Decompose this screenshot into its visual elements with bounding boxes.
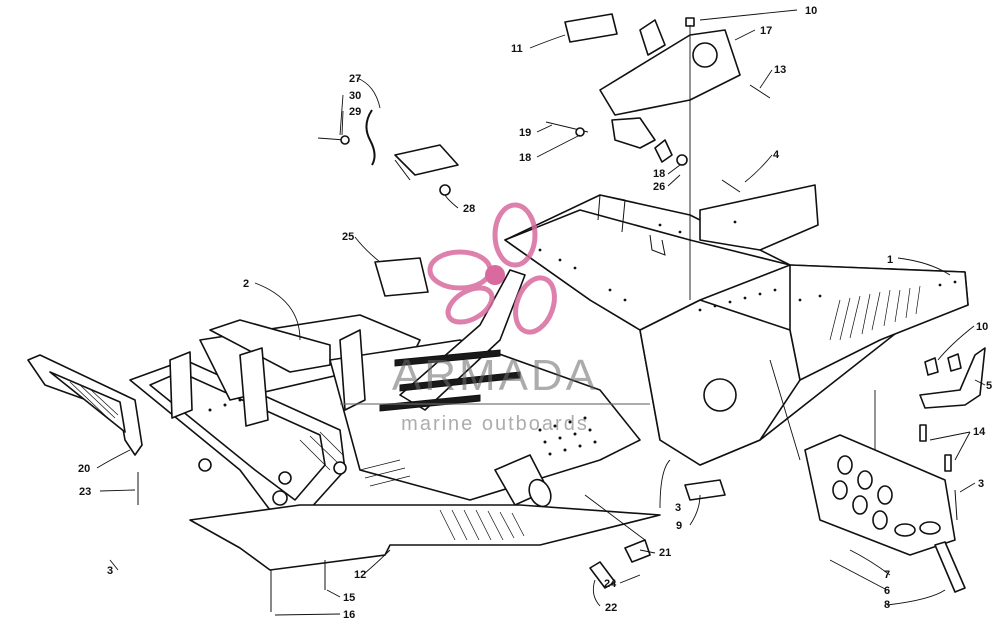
steering-support xyxy=(599,19,741,163)
frame-rivets xyxy=(538,220,957,312)
callout-20: 20 xyxy=(78,463,90,475)
callout-16: 16 xyxy=(343,609,355,621)
callout-29: 29 xyxy=(349,106,361,118)
callout-25: 25 xyxy=(342,231,354,243)
callout-15: 15 xyxy=(343,592,355,604)
callout-7: 7 xyxy=(884,569,890,581)
callout-14: 14 xyxy=(973,426,986,438)
callout-3b: 3 xyxy=(978,478,984,490)
callout-27: 27 xyxy=(349,73,361,85)
callout-3a: 3 xyxy=(675,502,681,514)
bolts-right xyxy=(919,353,962,472)
callout-18b: 18 xyxy=(653,168,665,180)
frame-assembly xyxy=(504,184,969,466)
callout-24: 24 xyxy=(604,578,617,590)
belly-pan xyxy=(189,504,661,571)
strap xyxy=(934,541,966,593)
callout-10a: 10 xyxy=(976,321,988,333)
callout-12: 12 xyxy=(354,569,366,581)
callout-9: 9 xyxy=(676,520,682,532)
callout-19: 19 xyxy=(519,127,531,139)
rear-brace xyxy=(919,347,986,409)
mount-plate xyxy=(564,13,618,43)
callout-22: 22 xyxy=(605,602,617,614)
watermark-brand: ARMADA xyxy=(392,351,598,400)
small-bracket xyxy=(374,257,429,297)
callout-labels: 1 2 3 3 3 4 5 6 7 8 9 10 10 11 12 13 14 … xyxy=(78,5,992,621)
front-bracket xyxy=(27,354,143,456)
rear-step-plate xyxy=(804,434,956,556)
callout-3c: 3 xyxy=(107,565,113,577)
belly-pan-hatching xyxy=(439,509,525,541)
callout-13: 13 xyxy=(774,64,786,76)
callout-30: 30 xyxy=(349,90,361,102)
watermark-logo: ARMADA marine outboards xyxy=(340,202,650,435)
leader-lines xyxy=(96,9,986,616)
link-rod xyxy=(317,109,459,196)
callout-2: 2 xyxy=(243,278,249,290)
callout-23: 23 xyxy=(79,486,91,498)
front-chassis xyxy=(129,269,641,521)
frame-hatching xyxy=(829,285,921,341)
callout-8: 8 xyxy=(884,599,890,611)
callout-11: 11 xyxy=(511,43,523,55)
chassis-holes xyxy=(208,398,597,456)
callout-28: 28 xyxy=(463,203,475,215)
hardware-misc xyxy=(137,17,958,612)
callout-4: 4 xyxy=(773,149,780,161)
chassis-hatching xyxy=(299,431,411,487)
callout-1: 1 xyxy=(887,254,893,266)
callout-6: 6 xyxy=(884,585,890,597)
watermark-tagline: marine outboards xyxy=(401,413,589,435)
callout-26: 26 xyxy=(653,181,665,193)
callout-18a: 18 xyxy=(519,152,531,164)
callout-5: 5 xyxy=(986,380,992,392)
callout-10b: 10 xyxy=(805,5,817,17)
callout-17: 17 xyxy=(760,25,772,37)
callout-21: 21 xyxy=(659,547,671,559)
